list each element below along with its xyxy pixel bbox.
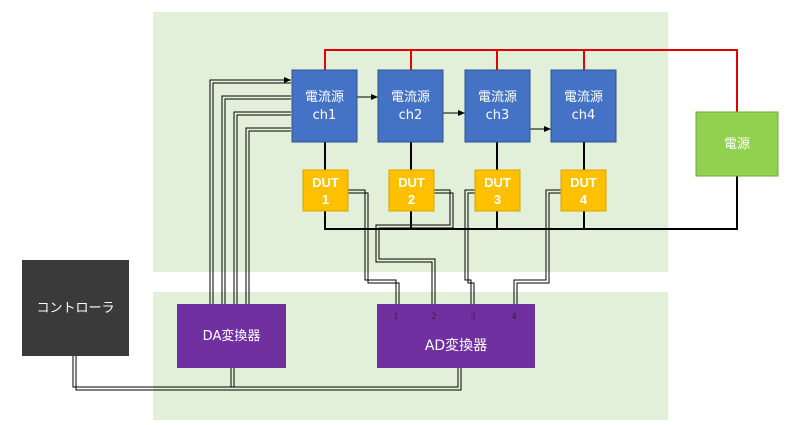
power-supply: 電源	[695, 111, 779, 177]
current-source-ch2: 電流源 ch2	[377, 69, 444, 143]
dut-4: DUT 4	[560, 169, 607, 212]
dut-number: 2	[408, 192, 415, 207]
dut-label: DUT	[398, 175, 425, 190]
da-converter: DA変換器	[177, 304, 286, 368]
ad-port-label: 2	[432, 311, 437, 321]
ad-converter-label: AD変換器	[425, 337, 487, 354]
dut-3: DUT 3	[474, 169, 521, 212]
current-source-label: 電流源	[564, 90, 603, 105]
current-source-label: 電流源	[305, 90, 344, 105]
current-source-label: 電流源	[478, 90, 517, 105]
source-dut-links	[324, 142, 585, 170]
controller-bus	[72, 356, 462, 391]
power-supply-label: 電源	[724, 137, 750, 152]
current-source-channel: ch1	[313, 108, 337, 123]
dut-2: DUT 2	[388, 169, 435, 212]
controller-label: コントローラ	[36, 301, 114, 316]
current-source-channel: ch4	[572, 108, 596, 123]
ad-port-label: 1	[394, 311, 399, 321]
ad-converter: AD変換器 1 2 3 4	[377, 304, 535, 368]
dut-label: DUT	[570, 175, 597, 190]
ad-port-label: 3	[471, 311, 476, 321]
controller: コントローラ	[22, 260, 129, 356]
current-source-label: 電流源	[391, 90, 430, 105]
current-source-channel: ch3	[486, 108, 510, 123]
chain-arrows	[357, 94, 551, 132]
ad-port-label: 4	[512, 311, 517, 321]
current-source-ch4: 電流源 ch4	[550, 69, 617, 143]
current-source-ch1: 電流源 ch1	[291, 69, 358, 143]
current-source-channel: ch2	[399, 108, 423, 123]
dut-label: DUT	[312, 175, 339, 190]
dut-number: 1	[322, 192, 329, 207]
dut-number: 3	[494, 192, 501, 207]
dut-1: DUT 1	[302, 169, 349, 212]
dut-number: 4	[580, 192, 588, 207]
current-source-ch3: 電流源 ch3	[464, 69, 531, 143]
da-control-lines	[209, 77, 291, 304]
ad-measure-lines	[348, 189, 606, 305]
ground-bus	[324, 176, 738, 230]
power-bus-red	[324, 49, 738, 112]
da-converter-label: DA変換器	[203, 328, 261, 344]
dut-label: DUT	[484, 175, 511, 190]
